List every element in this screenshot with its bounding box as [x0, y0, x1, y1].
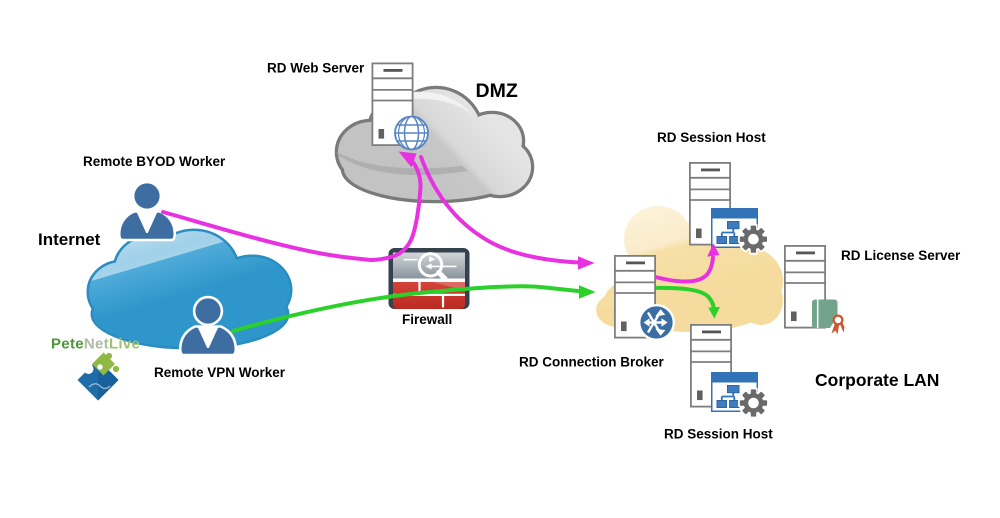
svg-text:Remote VPN Worker: Remote VPN Worker [154, 365, 286, 380]
svg-text:Firewall: Firewall [402, 312, 452, 327]
svg-text:DMZ: DMZ [476, 80, 518, 102]
svg-text:Corporate LAN: Corporate LAN [815, 370, 939, 390]
svg-text:RD License Server: RD License Server [841, 248, 961, 263]
svg-text:RD Web Server: RD Web Server [267, 61, 365, 76]
svg-text:PeteNetLive: PeteNetLive [51, 336, 140, 353]
svg-text:RD Connection Broker: RD Connection Broker [519, 355, 665, 370]
svg-text:Internet: Internet [38, 230, 101, 249]
svg-text:Remote BYOD Worker: Remote BYOD Worker [83, 154, 226, 169]
svg-text:RD Session Host: RD Session Host [657, 130, 766, 145]
svg-text:RD Session Host: RD Session Host [664, 427, 773, 442]
